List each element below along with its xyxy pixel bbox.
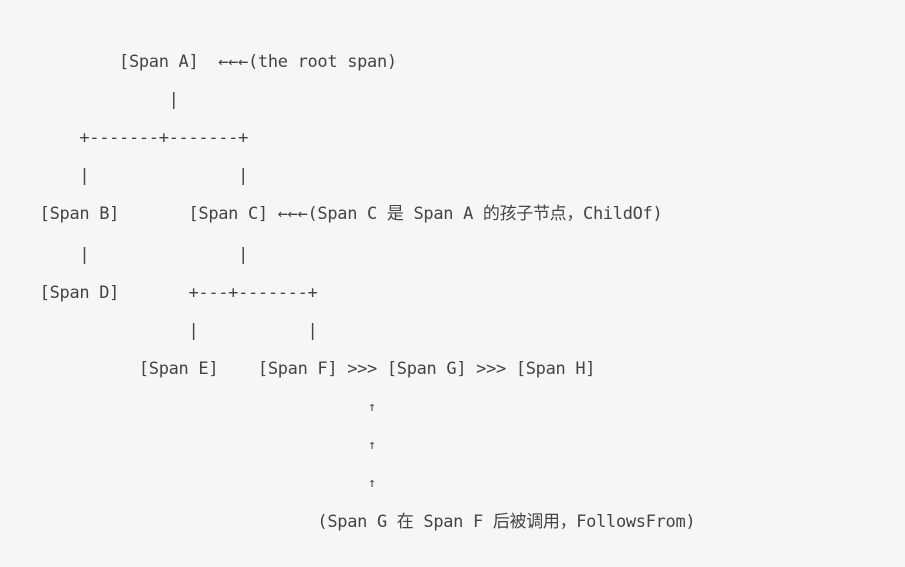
followsfrom-arrow-icon-2: ↑ bbox=[0, 438, 376, 453]
followsfrom-caption: (Span G 在 Span F 后被调用，FollowsFrom) bbox=[0, 512, 696, 532]
diagram-row-connector-span-a: | bbox=[0, 90, 179, 110]
diagram-row-connector-b-c: | | bbox=[0, 166, 248, 186]
followsfrom-arrow-icon-3: ↑ bbox=[0, 476, 376, 491]
diagram-row-span-d-branch-bar: [Span D] +---+-------+ bbox=[0, 283, 318, 303]
followsfrom-arrow-icon-1: ↑ bbox=[0, 400, 376, 415]
diagram-row-span-a: [Span A] ←←←(the root span) bbox=[0, 52, 397, 72]
diagram-row-connector-e-f: | | bbox=[0, 321, 318, 341]
diagram-row-connector-d-subtree: | | bbox=[0, 245, 248, 265]
diagram-row-branch-bar: +-------+-------+ bbox=[0, 128, 248, 148]
diagram-row-span-b-span-c: [Span B] [Span C] ←←←(Span C 是 Span A 的孩… bbox=[0, 204, 663, 224]
diagram-row-span-e-f-g-h: [Span E] [Span F] >>> [Span G] >>> [Span… bbox=[0, 359, 596, 379]
